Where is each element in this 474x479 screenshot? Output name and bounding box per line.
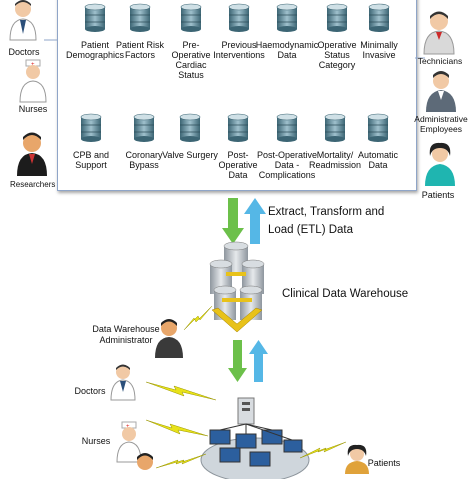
admin-bolt-icon	[183, 305, 213, 337]
row2-database-icon-4	[227, 113, 249, 147]
row2-database-icon-2	[133, 113, 155, 147]
row2-source-label-5-line-3: Complications	[258, 170, 316, 180]
bolt-researchers-icon	[155, 452, 207, 475]
researchers-label: Researchers	[10, 180, 56, 189]
row2-source-label-7-line-1: Automatic	[357, 150, 399, 160]
row2-source-label-3: Valve Surgery	[158, 150, 222, 160]
administrative-employee-icon	[425, 70, 457, 117]
doctor-icon	[8, 0, 38, 45]
technician-icon	[423, 10, 455, 59]
access-arrows	[228, 338, 268, 389]
row1-source-label-6-line-3: Category	[318, 60, 356, 70]
row2-source-label-6-line-1: Mortality/	[316, 150, 354, 160]
row2-source-label-6: Mortality/Readmission	[303, 150, 367, 170]
warehouse-label: Clinical Data Warehouse	[282, 288, 409, 300]
bolt-nurses-icon	[145, 418, 209, 443]
row2-source-label-2-line-2: Bypass	[129, 160, 159, 170]
row2-source-label-2-line-1: Coronary	[125, 150, 163, 160]
bottom-doctor-icon	[110, 364, 136, 405]
row1-source-label-4-line-2: Interventions	[213, 50, 265, 60]
row2-source-label-4-line-2: Operative	[218, 160, 258, 170]
patient-icon	[424, 142, 456, 191]
row2-source-label-3-line-1: Valve Surgery	[162, 150, 218, 160]
network-cluster-icon	[200, 390, 310, 479]
bottom-nurse-icon: +	[116, 421, 142, 467]
row1-source-label-4-line-1: Previous	[221, 40, 257, 50]
bottom-researcher-icon	[134, 452, 156, 479]
dw-admin-label-2: Administrator	[99, 335, 153, 345]
row1-source-label-3-line-3: Cardiac	[175, 60, 207, 70]
row1-source-label-3-line-1: Pre-	[182, 40, 200, 50]
row2-source-label-4-line-1: Post-	[227, 150, 249, 160]
row1-source-label-5-line-1: Haemodynamic	[255, 40, 319, 50]
row1-source-label-1-line-2: Demographics	[65, 50, 125, 60]
row1-source-label-6-line-2: Status	[324, 50, 350, 60]
row2-source-label-7-line-2: Data	[368, 160, 388, 170]
row2-source-label-5-line-1: Post-Operative	[256, 150, 318, 160]
researcher-icon	[16, 132, 48, 181]
doctors-label: Doctors	[8, 47, 40, 57]
patients-label: Patients	[421, 190, 455, 200]
row1-source-label-2-line-2: Factors	[124, 50, 155, 60]
row1-source-label-6-line-1: Operative	[317, 40, 357, 50]
row2-database-icon-7	[367, 113, 389, 147]
etl-arrows	[222, 196, 266, 251]
row1-database-icon-5	[276, 3, 298, 37]
technicians-label: Technicians	[417, 56, 463, 66]
data-warehouse-icon	[204, 241, 270, 341]
svg-text:+: +	[126, 424, 130, 430]
row1-source-label-2-line-1: Patient Risk	[115, 40, 165, 50]
dw-administrator-icon	[154, 318, 184, 363]
bottom-patient-icon	[344, 444, 370, 479]
row1-database-icon-6	[326, 3, 348, 37]
row2-source-label-1-line-1: CPB and	[72, 150, 110, 160]
bottom-patients-label: Patients	[367, 458, 401, 468]
bolt-patients-icon	[299, 440, 347, 465]
row1-source-label-3-line-4: Status	[178, 70, 204, 80]
bottom-doctors-label: Doctors	[74, 386, 106, 396]
row2-source-label-4-line-3: Data	[228, 170, 248, 180]
row2-database-icon-3	[179, 113, 201, 147]
row1-database-icon-7	[368, 3, 390, 37]
row1-source-label-7-line-1: Minimally	[360, 40, 398, 50]
bottom-nurses-label: Nurses	[81, 436, 111, 446]
row2-source-label-1-line-2: Support	[75, 160, 107, 170]
row2-source-label-6-line-2: Readmission	[308, 160, 362, 170]
row2-source-label-5-line-2: Data -	[274, 160, 300, 170]
etl-label-2: Load (ETL) Data	[268, 224, 354, 236]
row1-database-icon-2	[129, 3, 151, 37]
row1-source-label-5-line-2: Data	[277, 50, 297, 60]
row1-source-label-7-line-2: Invasive	[362, 50, 396, 60]
row2-database-icon-5	[276, 113, 298, 147]
administrative-employees-label-1: Administrative	[414, 114, 468, 124]
row1-source-label-3-line-2: Operative	[171, 50, 211, 60]
nurse-icon: +	[18, 59, 48, 107]
row2-database-icon-6	[324, 113, 346, 147]
etl-label-1: Extract, Transform and	[268, 206, 385, 218]
bolt-doctors-icon	[145, 380, 217, 407]
row1-database-icon-4	[228, 3, 250, 37]
row2-database-icon-1	[80, 113, 102, 147]
row1-database-icon-1	[84, 3, 106, 37]
row1-source-label-1-line-1: Patient	[80, 40, 110, 50]
row1-database-icon-3	[180, 3, 202, 37]
dw-admin-label-1: Data Warehouse	[92, 324, 160, 334]
administrative-employees-label-2: Employees	[419, 124, 463, 134]
nurses-label: Nurses	[18, 104, 48, 114]
